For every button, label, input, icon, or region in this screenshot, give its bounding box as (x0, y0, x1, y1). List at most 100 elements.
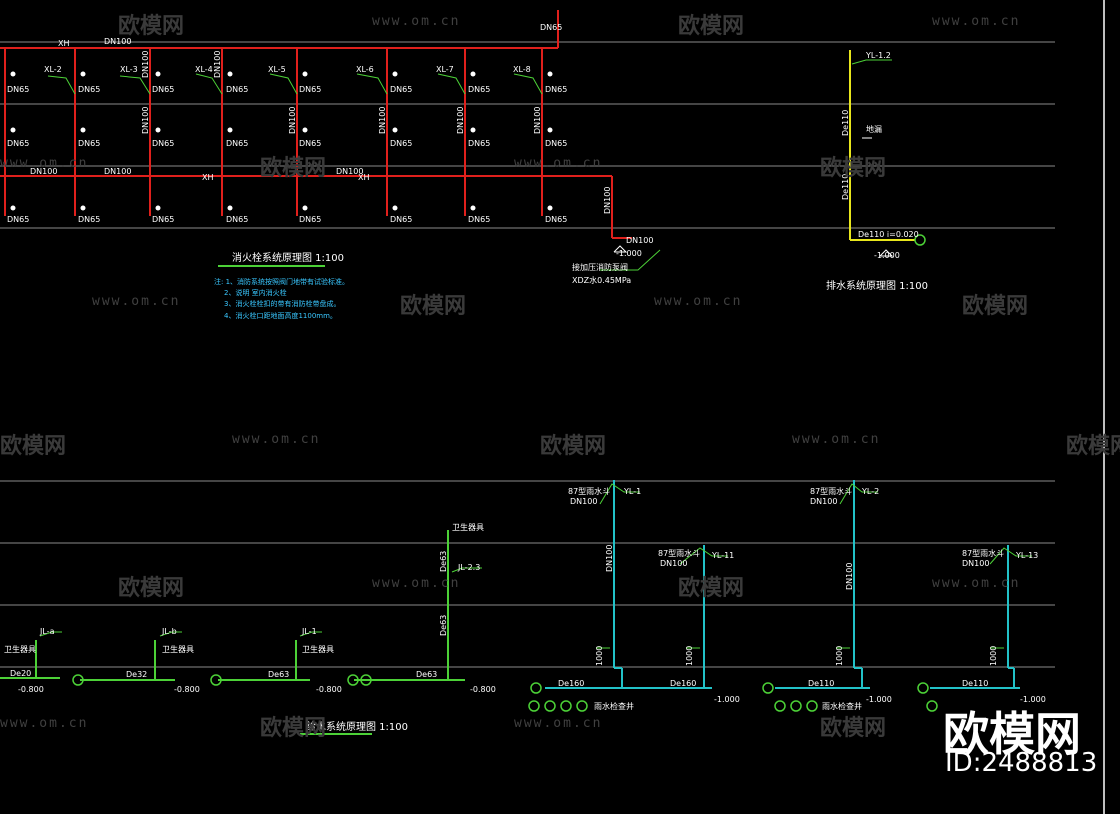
fire-top-label: DN65 (540, 23, 562, 32)
rain-h-pipe: De110 (808, 679, 834, 688)
ws-fixture-label: 卫生器具 (162, 644, 194, 654)
drain-elev: -1.000 (874, 251, 900, 260)
main-bottom-label: DN100 (336, 167, 363, 176)
ws-fixture-label: 卫生器具 (4, 644, 36, 654)
ws-riser-label: JL-2.3 (457, 563, 480, 572)
watermark-url: www.om.cn (232, 432, 321, 447)
ws-riser-label: JL-1 (301, 627, 317, 636)
main-bottom-label: DN100 (104, 167, 131, 176)
branch-size: DN65 (226, 215, 248, 224)
fire-outlet-elev: -1.000 (616, 249, 642, 258)
branch-size: DN65 (299, 139, 321, 148)
ws-pipe-label: De20 (10, 669, 31, 678)
fire-note-2: 2、说明 室内消火栓 (224, 288, 287, 297)
ws-pipe-label: De63 (416, 670, 437, 679)
riser-size: DN100 (533, 107, 542, 134)
rain-dim: 1000 (835, 646, 844, 666)
riser-size: DN100 (141, 51, 150, 78)
riser-size: DN100 (288, 107, 297, 134)
watermark-logo: 欧模网 (678, 576, 745, 601)
riser-size: DN100 (603, 187, 612, 214)
rain-dim: 1000 (989, 646, 998, 666)
ws-riser-label: JL-b (161, 627, 177, 636)
watermark-logo: 欧模网 (260, 156, 327, 181)
watermark-url: www.om.cn (0, 716, 89, 731)
main-bottom-label: DN100 (30, 167, 57, 176)
drain-riser-label: YL-1.2 (865, 51, 891, 60)
branch-size: DN65 (390, 215, 412, 224)
branch-size: DN65 (545, 215, 567, 224)
fire-system (0, 10, 632, 239)
branch-size: DN65 (299, 215, 321, 224)
watermark-url: www.om.cn (372, 576, 461, 591)
watermark-logo: 欧模网 (540, 434, 607, 459)
pump-label: 接加压消防泵阀 (572, 262, 628, 272)
riser-size: DN100 (141, 107, 150, 134)
rain-elev: -1.000 (866, 695, 892, 704)
watermark-logo: 欧模网 (118, 14, 185, 39)
watermark-logo: 欧模网 (820, 716, 887, 741)
rain-h-pipe: De110 (962, 679, 988, 688)
riser-label: XL-5 (268, 65, 286, 74)
branch-size: DN65 (7, 85, 29, 94)
watermark-url: www.om.cn (372, 14, 461, 29)
watermark-logo: 欧模网 (962, 294, 1029, 319)
branch-size: DN65 (152, 85, 174, 94)
brand-id: ID:2488813 (945, 748, 1098, 778)
ws-pipe-v-label: De63 (439, 615, 448, 636)
water-supply-title: 给水系统原理图 1:100 (306, 720, 408, 733)
drain-outlet-label: De110 i=0.020 (858, 230, 919, 239)
watermark-url: www.om.cn (92, 294, 181, 309)
branch-size: DN65 (545, 85, 567, 94)
watermark-logo: 欧模网 (400, 294, 467, 319)
watermark-url: www.om.cn (0, 156, 89, 171)
rain-riser-label: YL-2 (861, 487, 879, 496)
fire-outlet-size: DN100 (626, 236, 653, 245)
rain-system (545, 480, 1020, 689)
rain-riser-label: YL-1 (623, 487, 641, 496)
fire-main-top-size: DN100 (104, 37, 131, 46)
watermark-logo: 欧模网 (678, 14, 745, 39)
riser-size: DN100 (378, 107, 387, 134)
branch-size: DN65 (7, 215, 29, 224)
rain-elev: -1.000 (1020, 695, 1046, 704)
rain-dim: 1000 (595, 646, 604, 666)
watermark-logo: 欧模网 (0, 434, 67, 459)
rain-elev: -1.000 (714, 695, 740, 704)
drain-fixture-label: 地漏 (866, 124, 882, 134)
drain-system-title: 排水系统原理图 1:100 (826, 279, 928, 292)
rain-wells-label: 雨水检查井 (594, 701, 634, 711)
drain-system (849, 50, 926, 257)
ws-pipe-label: De32 (126, 670, 147, 679)
rain-roof-label: 87型雨水斗 (810, 486, 852, 496)
main-bottom-label: XH (358, 173, 370, 182)
watermark-url: www.om.cn (932, 576, 1021, 591)
fire-note-1: 注: 1、消防系统按照阀门地带有试验标准。 (214, 277, 349, 286)
watermark-url: www.om.cn (514, 716, 603, 731)
rain-riser-label: YL-11 (711, 551, 734, 560)
branch-size: DN65 (545, 139, 567, 148)
branch-size: DN65 (468, 139, 490, 148)
branch-size: DN65 (78, 85, 100, 94)
rain-pipe-label: DN100 (570, 497, 597, 506)
rain-h-pipe: De160 (558, 679, 584, 688)
ws-elev: -0.800 (174, 685, 200, 694)
rain-leaders (596, 483, 1032, 649)
riser-size: DN100 (456, 107, 465, 134)
fire-note-4: 4、消火栓口距地面高度1100mm。 (224, 311, 337, 320)
branch-size: DN65 (299, 85, 321, 94)
rain-roof-label: 87型雨水斗 (568, 486, 610, 496)
pump-note: XDZ水0.45MPa (572, 275, 631, 285)
watermark-url: www.om.cn (654, 294, 743, 309)
fire-main-top-xh: XH (58, 39, 70, 48)
main-bottom-label: XH (202, 173, 214, 182)
rain-wells (528, 682, 938, 712)
riser-size: DN100 (213, 51, 222, 78)
rain-pipe-label: DN100 (810, 497, 837, 506)
riser-label: XL-3 (120, 65, 138, 74)
riser-label: XL-6 (356, 65, 374, 74)
watermark-logo: 欧模网 (260, 716, 327, 741)
ws-fixture-label: 卫生器具 (302, 644, 334, 654)
watermark-url: www.om.cn (514, 156, 603, 171)
ws-elev: -0.800 (316, 685, 342, 694)
